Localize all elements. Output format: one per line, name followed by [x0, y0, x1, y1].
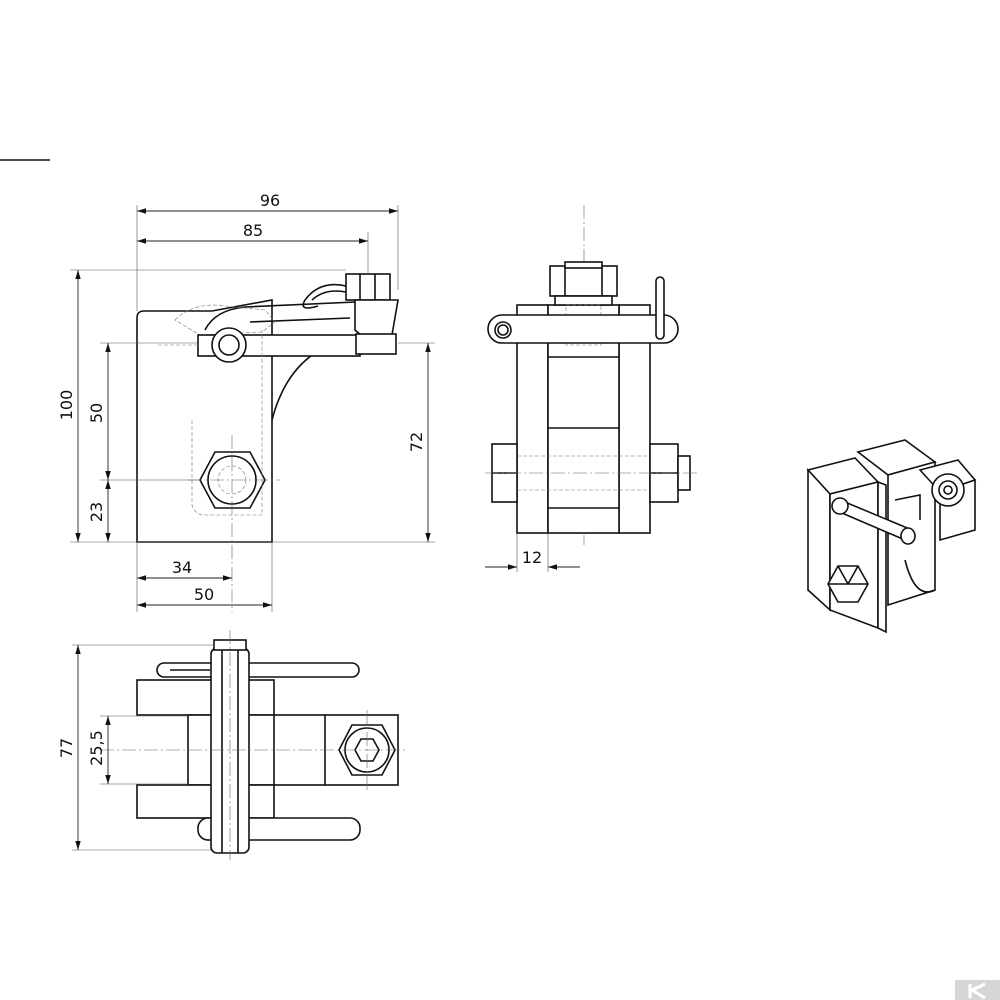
front-arm-lower	[249, 317, 351, 323]
top-view: 77 25,5	[57, 630, 405, 860]
side-pin-hole	[494, 321, 512, 339]
front-hidden-plate	[191, 330, 263, 516]
front-yoke-base	[355, 333, 397, 355]
front-pin-ring-outer	[211, 327, 247, 363]
dim-text-85: 85	[243, 221, 263, 240]
iso-pin-ring	[831, 497, 849, 515]
iso-top-nut-inner	[938, 480, 958, 500]
iso-lower-detail	[904, 559, 936, 593]
dim-text-72: 72	[407, 432, 426, 452]
iso-body-detail	[894, 494, 921, 520]
iso-hex-line	[847, 565, 859, 585]
front-brace	[271, 349, 321, 421]
dim-text-96: 96	[260, 191, 280, 210]
iso-pin-end	[900, 527, 916, 545]
dim-text-25-5: 25,5	[87, 730, 106, 766]
top-lower-arm	[136, 784, 275, 819]
front-arm-hidden	[174, 304, 276, 336]
dim-text-23: 23	[87, 502, 106, 522]
side-nut-washer	[554, 295, 613, 306]
front-nut-block	[345, 273, 391, 301]
company-logo	[955, 980, 1000, 1000]
side-view: 12	[485, 205, 700, 572]
front-plate	[136, 299, 273, 543]
side-linchpin	[655, 276, 665, 340]
logo-letter	[968, 982, 986, 1000]
dim-text-50-bottom: 50	[194, 585, 214, 604]
iso-back-plate-face	[807, 467, 831, 612]
front-linchpin	[302, 283, 347, 309]
front-arm	[204, 287, 381, 331]
side-top-nut	[549, 265, 618, 297]
dim-text-50: 50	[87, 403, 106, 423]
iso-top-nut	[931, 473, 965, 507]
iso-top-nut-core	[943, 485, 953, 495]
dim-text-12: 12	[522, 548, 542, 567]
front-yoke	[354, 299, 399, 340]
logo-mark	[955, 980, 1000, 1000]
iso-plate-edge	[877, 480, 887, 634]
iso-hex-line	[837, 565, 849, 585]
dim-text-77: 77	[57, 738, 76, 758]
top-upper-arm	[136, 679, 275, 716]
dim-text-34: 34	[172, 558, 192, 577]
isometric-view	[806, 439, 977, 634]
side-pin-hole-inner	[497, 324, 509, 336]
side-nut-cap	[564, 261, 603, 269]
front-pin-ring-inner	[218, 334, 240, 356]
side-pin	[487, 314, 679, 344]
front-linchpin-inner	[311, 290, 347, 301]
dim-text-100: 100	[57, 390, 76, 421]
top-pin	[156, 662, 360, 678]
front-view: 96 85 100 50 23 72 34 50	[57, 191, 435, 612]
